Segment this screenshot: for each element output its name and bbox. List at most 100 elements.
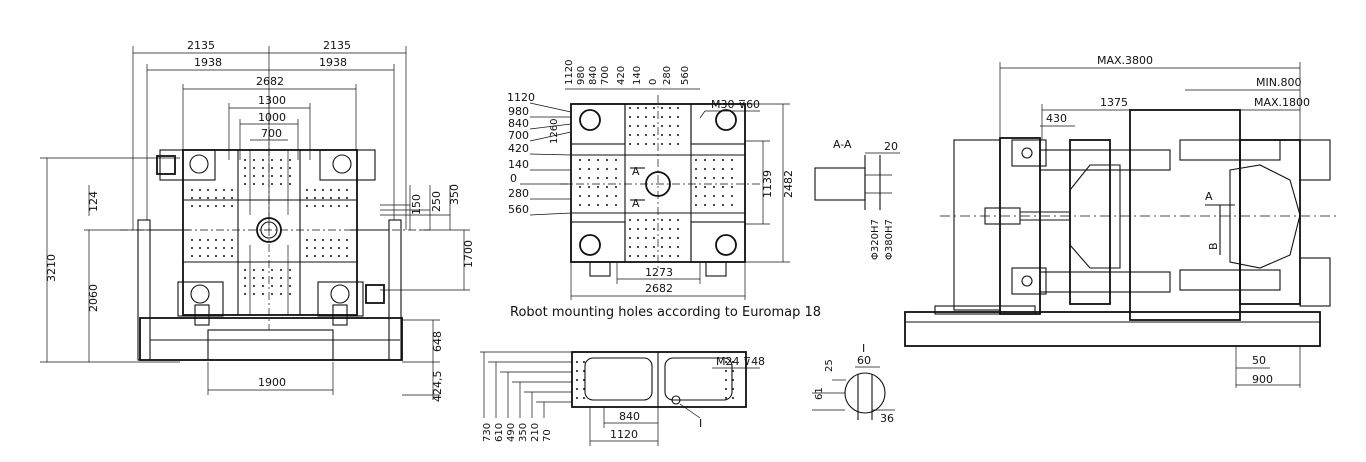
hole-dot — [346, 255, 348, 257]
hole-dot — [615, 177, 617, 179]
hole-dot — [722, 177, 724, 179]
hole-dot — [637, 219, 639, 221]
hole-dot — [223, 247, 225, 249]
hole-dot — [661, 125, 663, 127]
hole-dot — [677, 125, 679, 127]
dim-2135-left: 2135 — [187, 39, 215, 52]
hole-dot — [314, 189, 316, 191]
hole-dot — [731, 159, 733, 161]
hole-dot — [629, 246, 631, 248]
hole-dot — [322, 197, 324, 199]
hole-dot — [645, 116, 647, 118]
platen-view: A A 1120 980 840 700 420 140 0 280 560 1… — [507, 60, 821, 320]
hole-dot — [215, 247, 217, 249]
dim-2060: 2060 — [87, 284, 100, 312]
hole-dot — [677, 228, 679, 230]
hole-dot — [244, 159, 246, 161]
hole-dot — [215, 255, 217, 257]
hole-dot — [306, 205, 308, 207]
hole-dot — [207, 205, 209, 207]
dim-150: 150 — [410, 194, 423, 215]
hole-dot — [653, 237, 655, 239]
hole-dot — [629, 143, 631, 145]
left-label-700: 700 — [508, 129, 529, 142]
hole-dot — [615, 186, 617, 188]
hole-dot — [661, 116, 663, 118]
dim-430: 430 — [1046, 112, 1067, 125]
dim-1900: 1900 — [258, 376, 286, 389]
hole-dot — [669, 255, 671, 257]
hole-dot — [207, 197, 209, 199]
left-label-420: 420 — [508, 142, 529, 155]
hole-dot — [330, 239, 332, 241]
hole-dot — [597, 204, 599, 206]
hole-dot — [597, 195, 599, 197]
hole-dot — [322, 255, 324, 257]
hole-dot — [244, 293, 246, 295]
hole-dot — [653, 116, 655, 118]
hole-dot — [280, 175, 282, 177]
hole-dot — [704, 195, 706, 197]
hole-dot — [223, 205, 225, 207]
left-label-560: 560 — [508, 203, 529, 216]
hole-dot — [695, 195, 697, 197]
hole-dot — [231, 239, 233, 241]
hole-dot — [588, 177, 590, 179]
top-label-700: 700 — [600, 66, 611, 85]
dim-1375: 1375 — [1100, 96, 1128, 109]
hole-dot — [645, 237, 647, 239]
hole-dot — [637, 246, 639, 248]
hole-dot — [615, 204, 617, 206]
hole-dot — [704, 204, 706, 206]
dim-2482: 2482 — [782, 170, 795, 198]
hole-dot — [645, 255, 647, 257]
hole-dot — [629, 237, 631, 239]
hole-dot — [645, 228, 647, 230]
side-view: MAX.3800 MIN.800 MAX.1800 1375 430 — [904, 54, 1340, 388]
hole-dot — [231, 255, 233, 257]
hole-dot — [231, 189, 233, 191]
hole-dot — [253, 175, 255, 177]
hole-dot — [677, 107, 679, 109]
hole-dot — [289, 269, 291, 271]
section-mark-a-top: A — [632, 165, 640, 178]
hole-dot — [253, 285, 255, 287]
front-view: 2135 2135 1938 1938 2682 1300 1000 700 3… — [40, 39, 475, 402]
hole-dot — [653, 134, 655, 136]
dim-124: 124 — [87, 191, 100, 212]
hole-dot — [704, 159, 706, 161]
left-label-840: 840 — [508, 117, 529, 130]
section-aa-title: A-A — [833, 138, 852, 151]
hole-dot — [330, 189, 332, 191]
top-label-0: 0 — [648, 79, 659, 85]
dim-min800: MIN.800 — [1256, 76, 1301, 89]
hole-dot — [588, 186, 590, 188]
hole-dot — [725, 397, 727, 399]
hole-dot — [280, 159, 282, 161]
left-label-140: 140 — [508, 158, 529, 171]
hole-dot — [322, 239, 324, 241]
hole-dot — [583, 361, 585, 363]
hole-dot — [713, 177, 715, 179]
hole-dot — [653, 246, 655, 248]
section-mark-b: B — [1207, 242, 1220, 250]
hole-dot — [583, 397, 585, 399]
hole-dot — [645, 246, 647, 248]
hole-dot — [262, 277, 264, 279]
hole-dot — [669, 116, 671, 118]
hole-dot — [653, 255, 655, 257]
hole-dot — [330, 205, 332, 207]
bottom-label-610: 610 — [494, 423, 505, 442]
hole-dot — [722, 204, 724, 206]
hole-dot — [713, 159, 715, 161]
hole-dot — [583, 388, 585, 390]
dim-61: 61 — [814, 387, 825, 400]
hole-dot — [677, 143, 679, 145]
hole-dot — [191, 255, 193, 257]
hole-dot — [244, 175, 246, 177]
hole-dot — [306, 247, 308, 249]
hole-dot — [653, 143, 655, 145]
hole-dot — [306, 255, 308, 257]
hole-dot — [722, 186, 724, 188]
hole-dot — [253, 183, 255, 185]
